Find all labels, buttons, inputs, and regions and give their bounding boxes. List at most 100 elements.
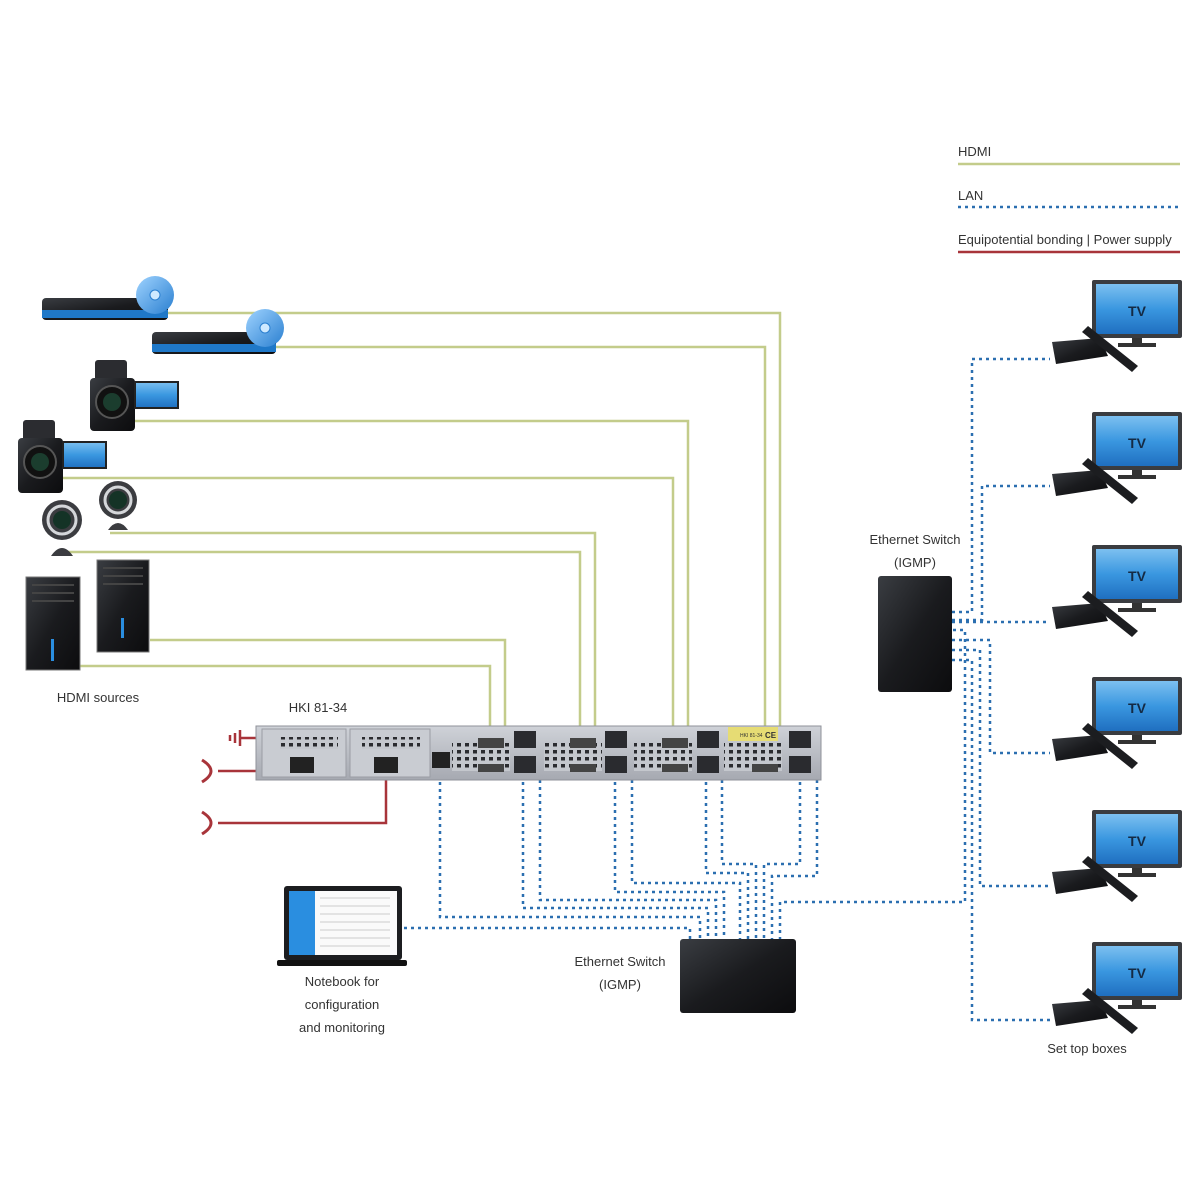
tv-icon: TV xyxy=(1092,280,1182,347)
bluray-player-icon xyxy=(42,276,174,320)
power-outlet-icon xyxy=(201,758,213,784)
hdmi-port xyxy=(570,764,596,772)
lan-port xyxy=(605,756,627,773)
encoder-module xyxy=(634,731,719,773)
lan-cable xyxy=(704,768,750,940)
label-plate xyxy=(728,727,778,741)
encoder-module xyxy=(544,731,627,773)
hdmi-cables xyxy=(60,311,782,768)
switch-caption-line: Ethernet Switch xyxy=(869,532,960,547)
lan-cable xyxy=(952,638,1050,755)
power-socket-icon xyxy=(290,757,314,773)
ce-mark: CE xyxy=(765,731,777,740)
remote-control-icon xyxy=(1082,326,1138,372)
lan-cable xyxy=(952,648,1050,888)
tv-label: TV xyxy=(1128,833,1147,849)
management-lan-port xyxy=(432,752,450,768)
pc-tower-icon xyxy=(96,559,150,653)
hdmi-port xyxy=(478,738,504,748)
tv-icon: TV xyxy=(1092,677,1182,744)
lan-port xyxy=(514,756,536,773)
lan-cable xyxy=(521,768,710,940)
lan-cable xyxy=(720,780,758,940)
hdmi-cable xyxy=(110,531,597,742)
remote-control-icon xyxy=(1082,591,1138,637)
psu-module xyxy=(261,728,347,778)
hdmi-cable xyxy=(130,419,690,742)
webcam-icon xyxy=(42,500,82,556)
lan-cable xyxy=(952,658,1050,1022)
tv-label: TV xyxy=(1128,303,1147,319)
hdmi-port xyxy=(752,764,778,772)
hdmi-cable xyxy=(150,638,507,742)
hdmi-cable xyxy=(270,345,767,768)
set-top-boxes-caption: Set top boxes xyxy=(1047,1041,1127,1056)
camcorder-icon xyxy=(90,360,179,431)
switch-caption-line: Ethernet Switch xyxy=(574,954,665,969)
lan-port xyxy=(605,731,627,748)
tv-label: TV xyxy=(1128,568,1147,584)
power-outlet-icon xyxy=(201,810,213,836)
lan-cable xyxy=(404,926,692,940)
hdmi-cable xyxy=(165,311,782,742)
set-top-box-icon xyxy=(1052,1000,1108,1026)
receivers: TV TV TV TV TV TV xyxy=(1052,280,1182,1034)
hdmi-port xyxy=(570,738,596,748)
set-top-box-icon xyxy=(1052,470,1108,496)
pc-tower-icon xyxy=(25,576,81,671)
tv-icon: TV xyxy=(1092,412,1182,479)
lan-cable xyxy=(762,768,802,940)
lan-port xyxy=(514,731,536,748)
hdmi-sources-caption: HDMI sources xyxy=(57,690,140,705)
camcorder-icon xyxy=(18,420,107,493)
hdmi-port xyxy=(662,764,688,772)
hdmi-sources: HDMI sources xyxy=(18,276,284,705)
remote-control-icon xyxy=(1082,988,1138,1034)
switch-caption-line: (IGMP) xyxy=(894,555,936,570)
notebook-sidebar xyxy=(289,891,315,955)
tv-icon: TV xyxy=(1092,545,1182,612)
remote-control-icon xyxy=(1082,458,1138,504)
hdmi-port xyxy=(662,738,688,748)
lan-cable xyxy=(438,768,702,940)
legend-lan-label: LAN xyxy=(958,188,983,203)
lan-cable xyxy=(778,628,967,940)
legend-hdmi-label: HDMI xyxy=(958,144,991,159)
set-top-box-icon xyxy=(1052,735,1108,761)
ethernet-switch-bottom: Ethernet Switch (IGMP) xyxy=(574,939,796,1013)
tv-with-set-top-box: TV xyxy=(1052,810,1182,902)
encoder-module: HKI 81-34 CE xyxy=(724,727,811,773)
notebook-caption-line: Notebook for xyxy=(305,974,380,989)
set-top-box-icon xyxy=(1052,603,1108,629)
lan-cables xyxy=(404,357,1050,1022)
lan-cable xyxy=(952,357,1050,614)
notebook-caption-line: and monitoring xyxy=(299,1020,385,1035)
tv-icon: TV xyxy=(1092,810,1182,877)
lan-port xyxy=(697,756,719,773)
encoder-module xyxy=(452,731,536,773)
notebook-base xyxy=(277,960,407,966)
notebook: Notebook for configuration and monitorin… xyxy=(277,886,407,1035)
tv-label: TV xyxy=(1128,700,1147,716)
tv-icon: TV xyxy=(1092,942,1182,1009)
lan-cable xyxy=(630,780,742,940)
lan-cable xyxy=(952,484,1050,622)
set-top-box-icon xyxy=(1052,338,1108,364)
lan-port xyxy=(697,731,719,748)
label-plate-text: HKI 81-34 xyxy=(740,733,763,739)
hdmi-port xyxy=(478,764,504,772)
tv-with-set-top-box: TV xyxy=(1052,677,1182,769)
switch-body xyxy=(878,576,952,692)
switch-body xyxy=(680,939,796,1013)
encoder-hki-81-34: HKI 81-34 xyxy=(255,700,822,781)
legend: HDMI LAN Equipotential bonding | Power s… xyxy=(958,144,1180,254)
remote-control-icon xyxy=(1082,723,1138,769)
tv-with-set-top-box: TV xyxy=(1052,280,1182,372)
lan-cable xyxy=(538,780,718,940)
remote-control-icon xyxy=(1082,856,1138,902)
switch-caption-line: (IGMP) xyxy=(599,977,641,992)
power-cable xyxy=(218,766,388,825)
bluray-player-icon xyxy=(152,309,284,354)
power-socket-icon xyxy=(374,757,398,773)
